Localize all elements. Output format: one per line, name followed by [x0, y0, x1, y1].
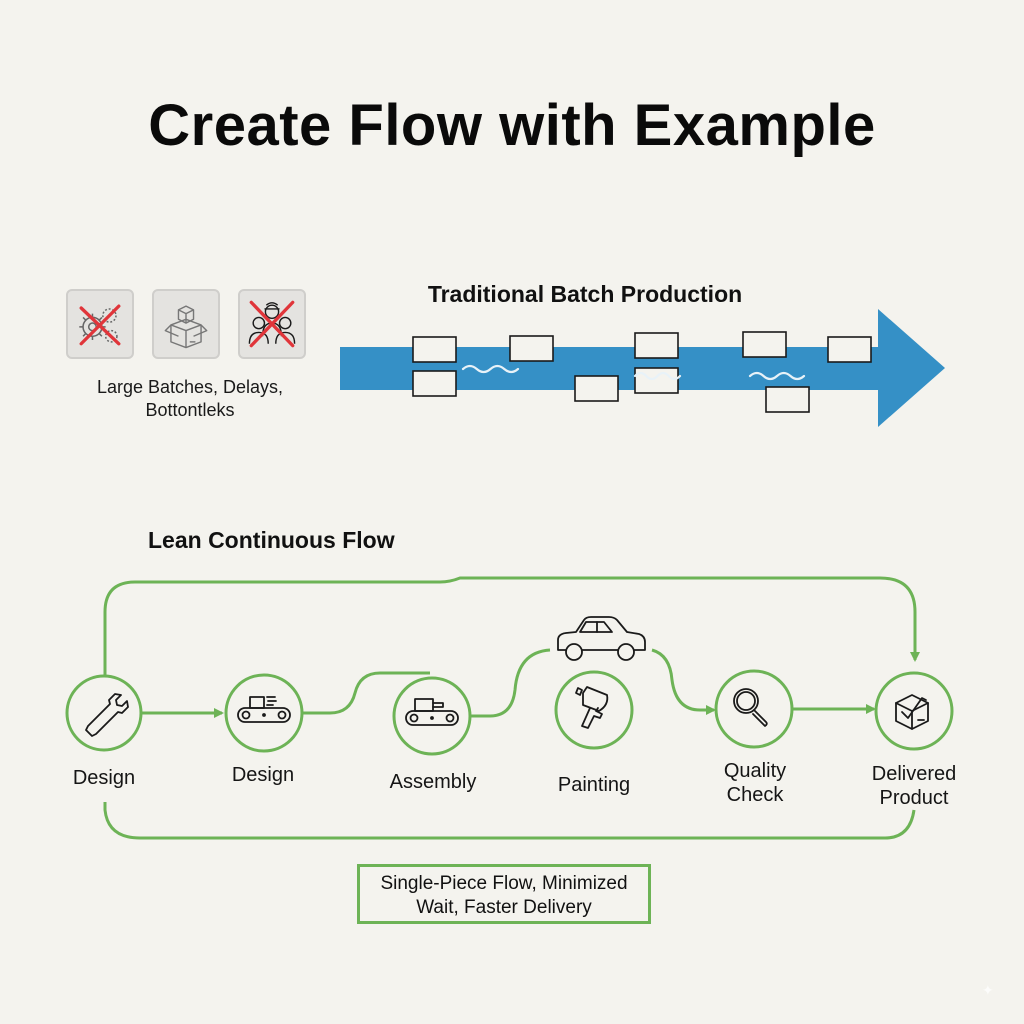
wrench-icon	[85, 693, 129, 737]
problem-tile-boxes	[152, 289, 220, 359]
step-label-4: Painting	[524, 773, 664, 797]
conveyor-machine-icon	[405, 698, 459, 726]
bottom-return-connector	[103, 802, 916, 840]
problem-tile-workers	[238, 289, 306, 359]
batch-item	[634, 367, 679, 394]
summary-line-1: Single-Piece Flow, Minimized	[380, 873, 628, 894]
batch-item	[574, 375, 619, 402]
problems-caption-line-2: Bottontleks	[145, 400, 235, 420]
wait-wave	[461, 364, 520, 374]
batch-item	[827, 336, 872, 363]
lean-connectors	[103, 576, 920, 840]
step-circle-1	[65, 674, 143, 752]
cross-icon	[79, 304, 121, 346]
step-label-6-line-2: Product	[879, 787, 949, 809]
top-bypass-connector	[103, 576, 920, 676]
step-label-6: Delivered Product	[844, 762, 984, 810]
gears-icon	[79, 304, 121, 346]
wait-wave	[633, 371, 682, 381]
summary-box: Single-Piece Flow, Minimized Wait, Faste…	[357, 864, 651, 924]
step-label-3: Assembly	[363, 770, 503, 794]
step-label-2-line-1: Design	[231, 764, 295, 786]
sparkle-icon: ✦	[982, 982, 994, 998]
cross-icon	[249, 300, 295, 348]
magnifier-icon	[733, 688, 768, 727]
step-label-5: Quality Check	[685, 759, 825, 807]
step-circle-2	[224, 673, 304, 753]
step-label-6-line-1: Delivered	[871, 763, 957, 785]
wait-waves	[461, 364, 806, 381]
conveyor-icon	[237, 696, 291, 723]
spray-gun-icon	[575, 686, 609, 729]
step-circle-3	[392, 676, 472, 756]
connector-2-3	[302, 671, 430, 715]
batch-section-title: Traditional Batch Production	[427, 281, 743, 307]
batch-item	[634, 332, 679, 359]
connector-car-5	[651, 648, 716, 715]
car-icon	[557, 616, 646, 661]
step-label-3-line-1: Assembly	[389, 771, 477, 793]
step-label-2: Design	[193, 763, 333, 787]
boxes-icon	[164, 305, 208, 349]
workers-icon	[248, 300, 296, 348]
problem-tile-gears	[66, 289, 134, 359]
step-label-1: Design	[34, 766, 174, 790]
batch-item	[412, 370, 457, 397]
step-label-1-line-1: Design	[72, 767, 136, 789]
batch-item	[765, 386, 810, 413]
problems-caption: Large Batches, Delays, Bottontleks	[40, 376, 340, 422]
wait-wave	[748, 371, 806, 381]
batch-item	[509, 335, 554, 362]
batch-item	[412, 336, 457, 363]
step-label-5-line-1: Quality	[723, 760, 787, 782]
batch-item	[742, 331, 787, 358]
summary-line-2: Wait, Faster Delivery	[416, 897, 592, 918]
connector-3-car	[470, 648, 551, 718]
problems-caption-line-1: Large Batches, Delays,	[96, 377, 284, 397]
box-check-icon	[895, 694, 929, 730]
lean-section-title: Lean Continuous Flow	[148, 527, 395, 553]
page-title: Create Flow with Example	[148, 93, 876, 158]
step-label-5-line-2: Check	[726, 784, 784, 806]
step-label-4-line-1: Painting	[557, 774, 631, 796]
batch-items	[412, 331, 872, 413]
